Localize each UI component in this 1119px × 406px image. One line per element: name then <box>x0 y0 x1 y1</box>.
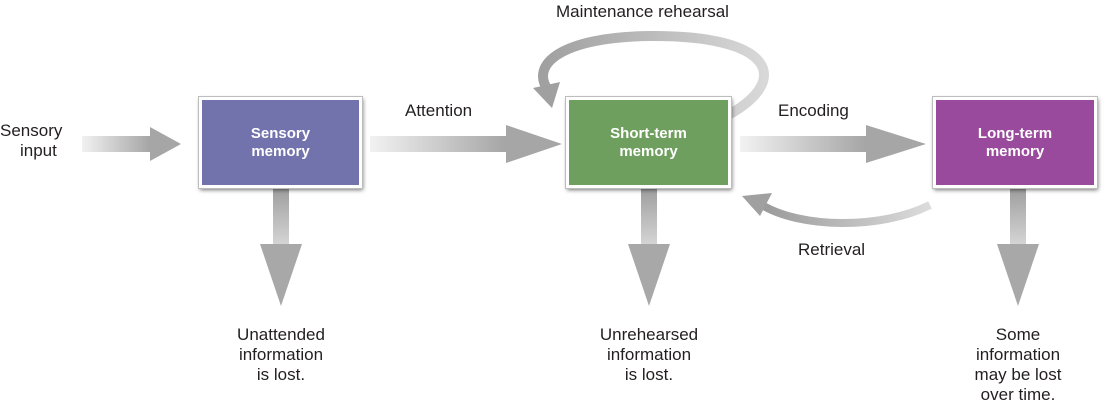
sensory-input-arrow <box>82 127 181 161</box>
short-term-outcome-line2: information <box>606 345 692 364</box>
attention-arrow <box>370 125 562 163</box>
encoding-label: Encoding <box>778 101 849 120</box>
long-term-outcome-line4: over time. <box>980 385 1056 404</box>
sensory-input-label-line2: input <box>20 141 57 160</box>
short-term-memory-box <box>565 96 732 189</box>
retrieval-arrow <box>742 193 932 227</box>
long-term-outcome-text: Some information may be lost over time. <box>933 325 1103 405</box>
sensory-outcome-line2: information <box>238 345 324 364</box>
short-term-memory-label-line1: Short-term <box>610 124 687 142</box>
sensory-loss-arrow <box>260 186 302 306</box>
maintenance-rehearsal-arrow <box>533 30 769 119</box>
sensory-outcome-text: Unattended information is lost. <box>196 325 366 385</box>
short-term-outcome-line3: is lost. <box>624 365 674 384</box>
sensory-memory-box <box>198 96 363 189</box>
short-term-outcome-text: Unrehearsed information is lost. <box>564 325 734 385</box>
long-term-outcome-line3: may be lost <box>974 365 1062 384</box>
sensory-memory-label-line1: Sensory <box>250 124 311 142</box>
long-term-memory-label-line2: memory <box>985 142 1045 160</box>
sensory-memory-label-line2: memory <box>251 142 310 160</box>
sensory-outcome-line3: is lost. <box>256 365 306 384</box>
long-term-outcome-line1: Some <box>995 325 1041 344</box>
short-term-memory-label-line2: memory <box>619 142 678 160</box>
long-term-memory-box <box>932 96 1098 189</box>
long-term-loss-arrow <box>997 186 1039 306</box>
attention-label: Attention <box>405 101 473 120</box>
sensory-input-label-line1: Sensory <box>0 121 63 140</box>
sensory-outcome-line1: Unattended <box>237 325 325 344</box>
encoding-arrow <box>740 125 926 163</box>
long-term-outcome-line2: information <box>975 345 1061 364</box>
long-term-memory-label-line1: Long-term <box>977 124 1053 142</box>
maintenance-rehearsal-label: Maintenance rehearsal <box>556 2 729 21</box>
short-term-loss-arrow <box>628 186 670 306</box>
retrieval-label: Retrieval <box>798 240 866 259</box>
short-term-outcome-line1: Unrehearsed <box>599 325 699 344</box>
